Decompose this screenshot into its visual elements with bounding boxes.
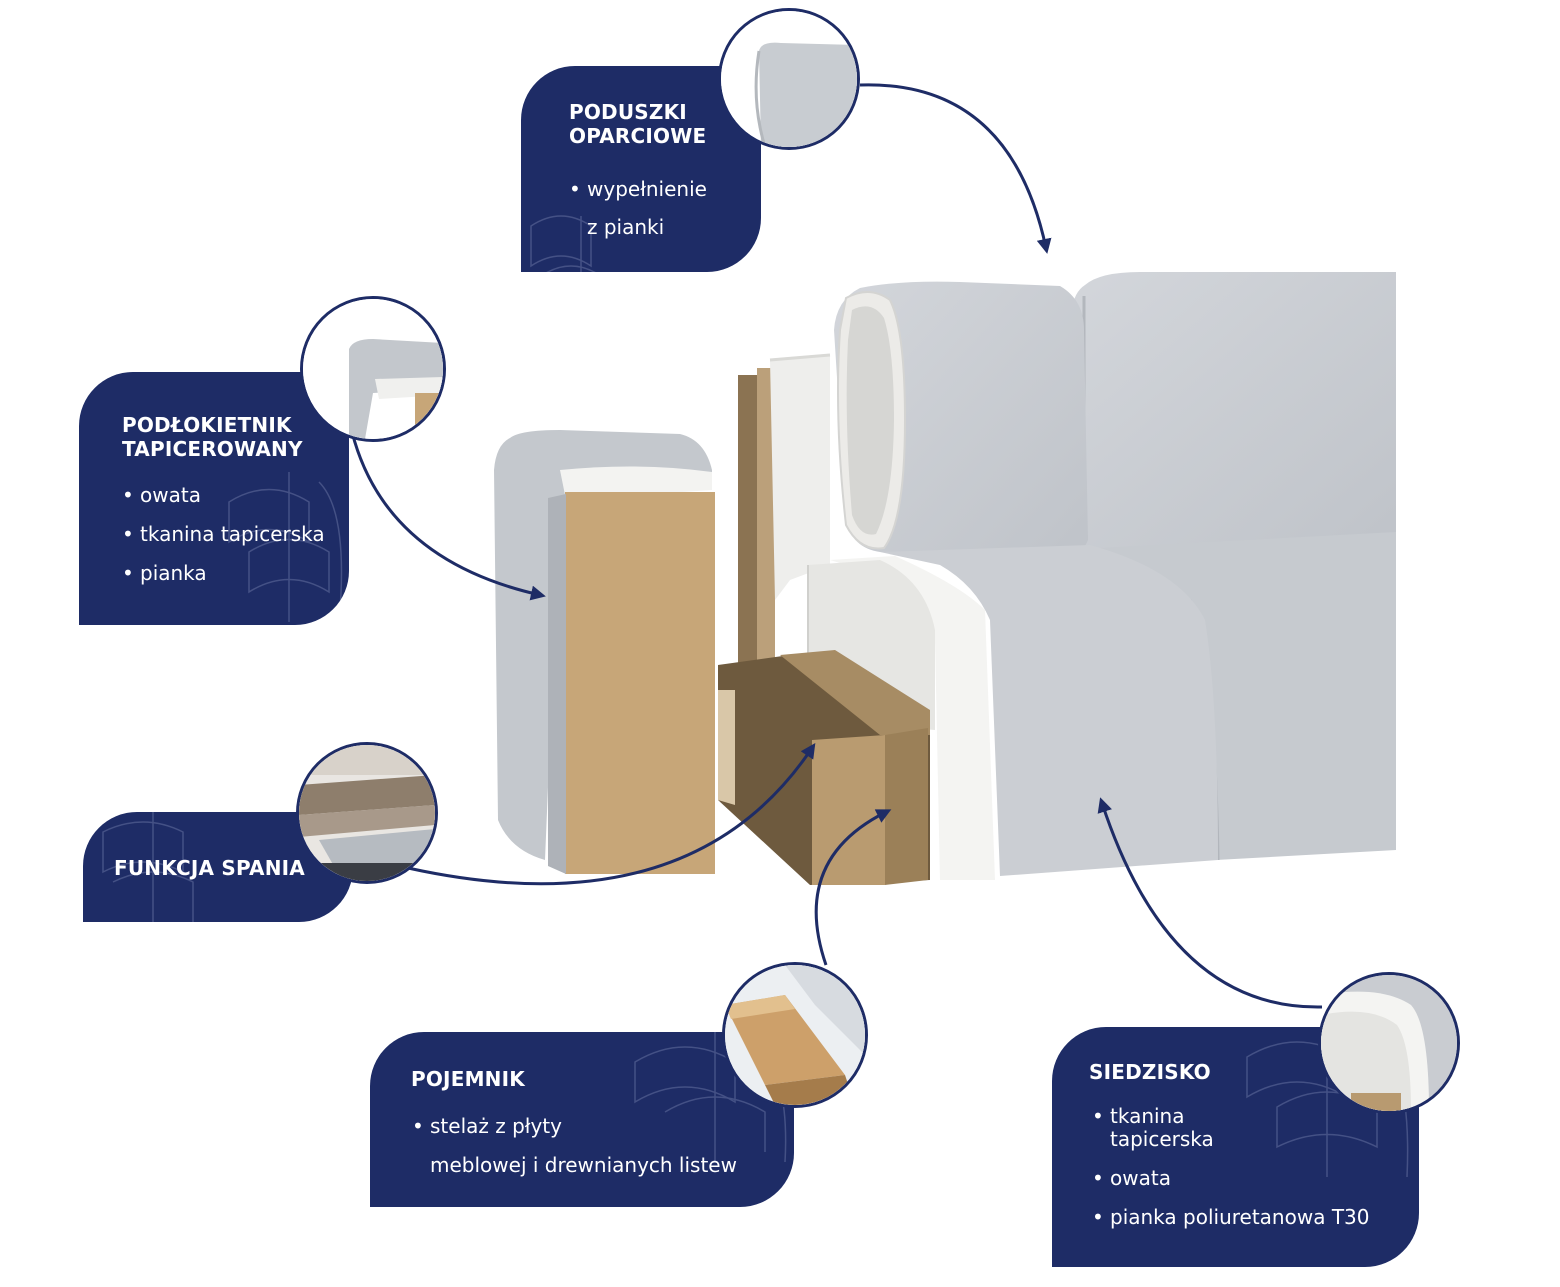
callout-armrest-item: pianka (122, 560, 325, 586)
callout-storage-item: stelaż z płyty (412, 1113, 737, 1139)
connector-backrest (859, 83, 1052, 254)
weave-pattern-icon (102, 812, 194, 922)
callout-seat-item: tkanina tapicerska (1092, 1105, 1230, 1151)
lens-sleep-function (296, 742, 438, 884)
connector-seat (1097, 797, 1323, 1009)
lens-armrest (300, 296, 446, 442)
callout-armrest-item: owata (122, 482, 325, 508)
callout-storage-title: POJEMNIK (411, 1067, 525, 1091)
callout-seat-title: SIEDZISKO (1089, 1060, 1211, 1084)
callout-backrest-title-line1: PODUSZKI (569, 100, 687, 124)
callout-storage: POJEMNIK stelaż z płyty meblowej i drewn… (370, 1032, 794, 1207)
callout-backrest-item: wypełnienie (569, 176, 707, 202)
callout-seat-item: owata (1092, 1165, 1369, 1191)
back-cushion-right (1072, 272, 1396, 552)
connector-sleep (407, 743, 816, 886)
callout-armrest-title-line1: PODŁOKIETNIK (122, 413, 292, 437)
storage-box (718, 650, 930, 885)
weave-pattern-icon (530, 215, 596, 272)
callout-sleep-title: FUNKCJA SPANIA (114, 856, 305, 880)
armrest-upholstered (494, 430, 715, 874)
connector-armrest (350, 431, 546, 601)
callout-armrest: PODŁOKIETNIK TAPICEROWANY owata tkanina … (79, 372, 349, 625)
callout-storage-item: meblowej i drewnianych listew (430, 1153, 737, 1177)
back-cushion-left (834, 281, 1088, 556)
callout-backrest-item: z pianki (587, 215, 665, 239)
frame-back-board (738, 353, 831, 665)
callout-armrest-item: tkanina tapicerska (122, 521, 325, 547)
lens-seat (1318, 972, 1460, 1114)
lens-backrest-cushion (718, 8, 860, 150)
connector-storage (814, 809, 892, 966)
lens-storage (722, 962, 868, 1108)
callout-backrest-title-line2: OPARCIOWE (569, 124, 707, 148)
callout-armrest-title-line2: TAPICEROWANY (122, 437, 303, 461)
callout-seat-item: pianka poliuretanowa T30 (1092, 1204, 1369, 1230)
